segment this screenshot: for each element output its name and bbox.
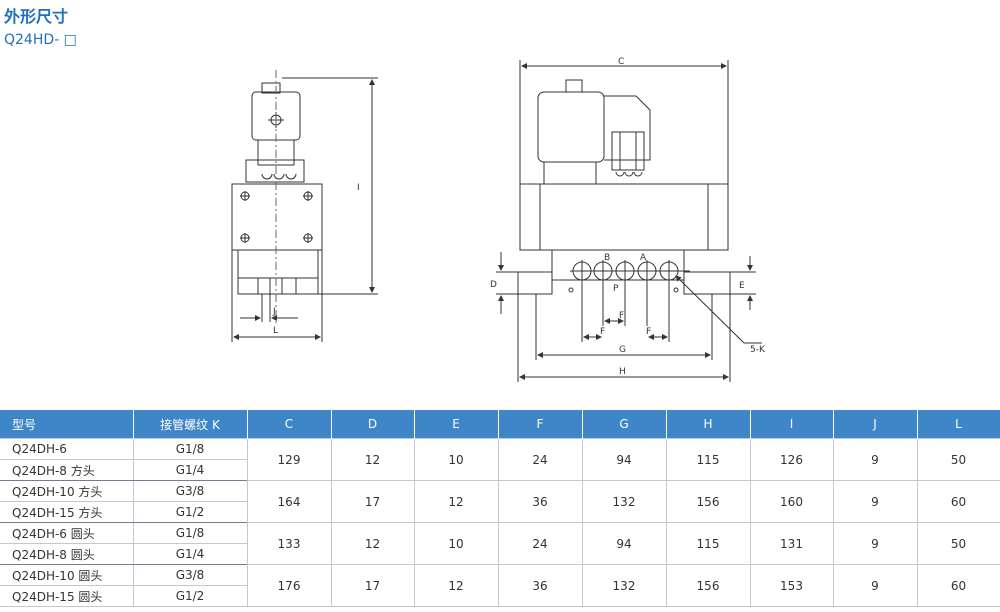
value-c: 129 (246, 438, 332, 481)
value-j: 9 (832, 522, 918, 565)
table-row: Q24DH-6 圆头 G1/8 133 12 10 24 94 115 131 … (0, 522, 1000, 565)
value-e: 10 (413, 438, 499, 481)
value-f: 24 (497, 438, 583, 481)
dim-label-f-right: F (646, 327, 651, 337)
dimension-drawing: I J L (231, 57, 766, 382)
dim-label-g: G (619, 345, 626, 355)
value-i: 160 (749, 480, 834, 523)
header-model: 型号 (0, 410, 134, 439)
value-j: 9 (832, 564, 918, 607)
model-cell: Q24DH-15 方头 (0, 501, 134, 523)
value-d: 12 (330, 522, 415, 565)
table-header-row: 型号 接管螺纹 K C D E F G H I J L (0, 410, 1000, 439)
port-label-a: A (640, 253, 647, 263)
header-e: E (414, 410, 499, 439)
model-cell: Q24DH-10 方头 (0, 480, 134, 502)
dim-label-d: D (490, 280, 497, 290)
value-h: 156 (665, 564, 751, 607)
value-f: 36 (497, 480, 583, 523)
value-f: 24 (497, 522, 583, 565)
value-l: 50 (916, 522, 1000, 565)
dim-label-f-left: F (600, 327, 605, 337)
table-row: Q24DH-6 G1/8 129 12 10 24 94 115 126 9 5… (0, 438, 1000, 481)
value-i: 126 (749, 438, 834, 481)
value-j: 9 (832, 480, 918, 523)
dim-label-i: I (357, 183, 360, 193)
header-i: I (750, 410, 834, 439)
model-cell: Q24DH-8 圆头 (0, 543, 134, 565)
side-view (231, 70, 378, 342)
value-g: 94 (581, 438, 667, 481)
dim-label-e: E (739, 281, 745, 291)
value-g: 94 (581, 522, 667, 565)
header-l: L (917, 410, 1000, 439)
value-h: 115 (665, 522, 751, 565)
dim-label-l: L (273, 326, 278, 336)
thread-cell: G1/8 (132, 438, 248, 460)
model-cell: Q24DH-15 圆头 (0, 585, 134, 607)
model-cell: Q24DH-6 圆头 (0, 522, 134, 544)
value-j: 9 (832, 438, 918, 481)
value-h: 156 (665, 480, 751, 523)
value-d: 17 (330, 480, 415, 523)
value-l: 50 (916, 438, 1000, 481)
thread-cell: G1/2 (132, 501, 248, 523)
dim-label-h: H (619, 367, 626, 377)
header-h: H (666, 410, 751, 439)
header-thread: 接管螺纹 K (133, 410, 248, 439)
value-e: 12 (413, 564, 499, 607)
table-row: Q24DH-8 方头 G1/4 (0, 459, 1000, 481)
value-c: 176 (246, 564, 332, 607)
value-g: 132 (581, 564, 667, 607)
value-c: 164 (246, 480, 332, 523)
value-e: 12 (413, 480, 499, 523)
header-g: G (582, 410, 667, 439)
thread-cell: G3/8 (132, 564, 248, 586)
dim-label-c: C (618, 57, 624, 67)
value-d: 17 (330, 564, 415, 607)
port-label-b: B (604, 253, 610, 263)
thread-cell: G1/8 (132, 522, 248, 544)
value-f: 36 (497, 564, 583, 607)
model-cell: Q24DH-6 (0, 438, 134, 460)
thread-cell: G1/4 (132, 543, 248, 565)
value-i: 153 (749, 564, 834, 607)
value-g: 132 (581, 480, 667, 523)
value-c: 133 (246, 522, 332, 565)
table-row: Q24DH-15 圆头 G1/2 (0, 585, 1000, 607)
value-l: 60 (916, 480, 1000, 523)
port-label-k: 5-K (750, 345, 766, 355)
dim-label-j: J (272, 307, 276, 317)
thread-cell: G3/8 (132, 480, 248, 502)
thread-cell: G1/4 (132, 459, 248, 481)
table-row: Q24DH-10 圆头 G3/8 176 17 12 36 132 156 15… (0, 564, 1000, 607)
page-title: 外形尺寸 (4, 7, 69, 26)
value-l: 60 (916, 564, 1000, 607)
header-f: F (498, 410, 583, 439)
model-cell: Q24DH-10 圆头 (0, 564, 134, 586)
value-d: 12 (330, 438, 415, 481)
dim-label-f-center: F (619, 311, 624, 321)
dimension-table: 型号 接管螺纹 K C D E F G H I J L Q24DH-6 G1/8… (0, 410, 1000, 607)
port-label-p: P (613, 284, 619, 294)
table-row: Q24DH-8 圆头 G1/4 (0, 543, 1000, 565)
model-cell: Q24DH-8 方头 (0, 459, 134, 481)
header-j: J (833, 410, 918, 439)
value-h: 115 (665, 438, 751, 481)
value-i: 131 (749, 522, 834, 565)
front-view (496, 60, 762, 382)
header-d: D (331, 410, 415, 439)
table-row: Q24DH-15 方头 G1/2 (0, 501, 1000, 523)
header-c: C (247, 410, 332, 439)
thread-cell: G1/2 (132, 585, 248, 607)
table-row: Q24DH-10 方头 G3/8 164 17 12 36 132 156 16… (0, 480, 1000, 523)
value-e: 10 (413, 522, 499, 565)
model-code: Q24HD- □ (4, 32, 77, 48)
